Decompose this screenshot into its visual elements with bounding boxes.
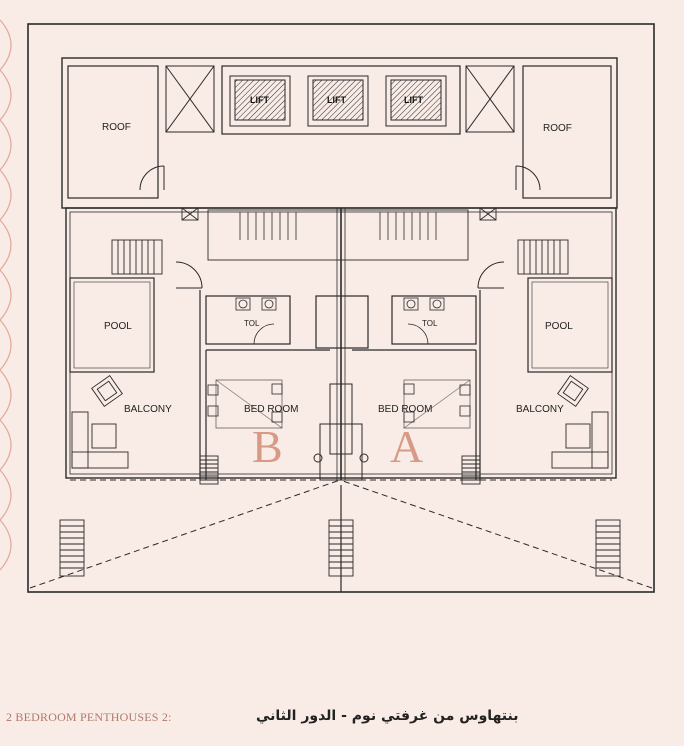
bed-right	[403, 379, 471, 429]
caption-english: 2 BEDROOM PENTHOUSES 2:	[6, 710, 172, 724]
roof-right-room	[522, 65, 612, 199]
plan-caption: 2 BEDROOM PENTHOUSES 2: بنتهاوس من غرفتي…	[0, 704, 684, 734]
pool-left	[69, 277, 155, 373]
pool-right-label: POOL	[545, 321, 573, 332]
roof-left-room	[67, 65, 159, 199]
toilet-fixtures	[235, 297, 445, 345]
toilet-right-label: TOL	[422, 319, 438, 328]
roof-left-label: ROOF	[102, 122, 131, 133]
bedroom-left-label: BED ROOM	[244, 404, 298, 415]
floor-plan: ROOF ROOF LIFT LIFT LIFT	[0, 19, 655, 593]
interior-walls	[199, 290, 481, 480]
balcony-right-label: BALCONY	[516, 404, 564, 415]
entry-doors	[175, 261, 505, 289]
pool-stairs	[111, 239, 569, 275]
duct-boxes	[181, 207, 497, 221]
lobby-doors	[139, 165, 541, 191]
lift-3-label: LIFT	[404, 95, 423, 105]
pool-right-inner	[531, 281, 609, 369]
lift-cabins	[229, 75, 447, 127]
lift-2-label: LIFT	[327, 95, 346, 105]
unit-left-letter: B	[252, 421, 283, 472]
scallop-border	[0, 19, 12, 571]
bedroom-right-label: BED ROOM	[378, 404, 432, 415]
caption-arabic: بنتهاوس من غرفتي نوم - الدور الثاني	[256, 708, 519, 724]
pool-left-inner	[73, 281, 151, 369]
building-walls	[61, 57, 618, 479]
stair-treads	[239, 212, 437, 240]
balcony-left-furniture	[71, 375, 129, 469]
shafts	[165, 65, 515, 133]
balcony-left-label: BALCONY	[124, 404, 172, 415]
bed-left	[207, 379, 283, 429]
lift-core	[221, 65, 461, 135]
center-features	[313, 383, 369, 481]
balcony-right-furniture	[551, 375, 609, 469]
stairs-center	[207, 208, 469, 480]
lift-1-label: LIFT	[250, 95, 269, 105]
toilet-left-label: TOL	[244, 319, 260, 328]
vent-grilles	[59, 455, 621, 577]
roof-right-label: ROOF	[543, 123, 572, 134]
unit-right-letter: A	[390, 421, 423, 472]
pool-left-label: POOL	[104, 321, 132, 332]
pool-right	[527, 277, 613, 373]
